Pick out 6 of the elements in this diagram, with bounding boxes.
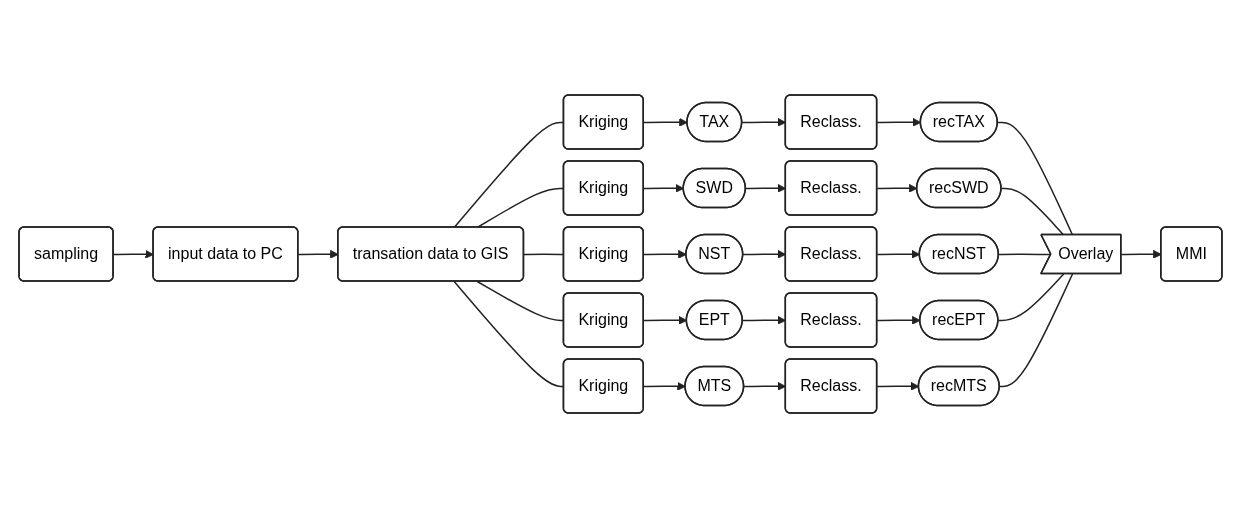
connector (997, 273, 1065, 322)
connector (998, 253, 1052, 256)
arrow (643, 381, 686, 391)
connector (998, 273, 1074, 388)
arrow (643, 249, 687, 259)
arrow (643, 117, 688, 127)
